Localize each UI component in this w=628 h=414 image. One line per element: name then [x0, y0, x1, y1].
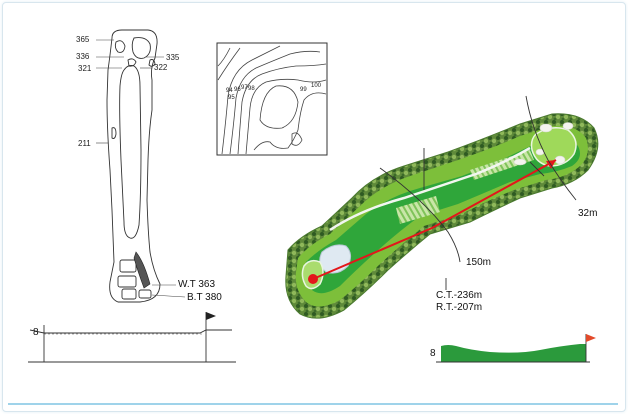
- outline-fairway: [119, 65, 142, 239]
- white-tee-label: W.T 363: [178, 279, 216, 290]
- profile-right-flag: [586, 334, 596, 342]
- outline-hazard-shaded: [133, 251, 151, 289]
- contour-label-98: 98: [248, 86, 255, 92]
- green-bunker-1: [539, 123, 553, 133]
- outline-tee-2: [117, 275, 137, 288]
- yardage-336: 336: [76, 52, 90, 61]
- outline-tee-1: [119, 259, 137, 273]
- outline-bunker-front: [127, 58, 137, 67]
- marker-150m: 150m: [466, 257, 492, 268]
- contour-green-peak: [259, 85, 299, 129]
- contour-label-97: 97: [241, 85, 248, 91]
- contour-label-95: 95: [228, 95, 235, 101]
- hole-fairway-stripes: [470, 150, 534, 180]
- arc-32m: [525, 95, 577, 201]
- tee-marker: [308, 274, 318, 284]
- regular-tee-distance: R.T.-207m: [436, 302, 483, 313]
- champion-tee-distance: C.T.-236m: [436, 290, 483, 301]
- profile-left-flag: [206, 312, 216, 320]
- shot-line: [312, 159, 557, 280]
- contour-label-100: 100: [311, 83, 322, 89]
- outline-bunker-right: [148, 59, 156, 67]
- hole-fairway-stripes-2: [396, 196, 440, 224]
- marker-32m: 32m: [578, 208, 598, 219]
- profile-right-elevation: 8: [430, 348, 436, 359]
- contour-label-96: 96: [234, 87, 241, 93]
- outline-bunker-left: [114, 40, 126, 53]
- arc-150m: [379, 167, 461, 263]
- contour-label-94: 94: [226, 88, 233, 94]
- outline-tee-3: [121, 288, 137, 300]
- yardage-211: 211: [78, 139, 91, 148]
- outline-fairway-bunker: [111, 127, 117, 139]
- contour-label-99: 99: [300, 87, 307, 93]
- yardage-365: 365: [76, 35, 90, 44]
- outline-rough-boundary: [106, 29, 161, 303]
- back-tee-label: B.T 380: [187, 292, 222, 303]
- yardage-322: 322: [154, 63, 168, 72]
- yardage-321: 321: [78, 64, 92, 73]
- profile-left-elevation: 8: [33, 327, 39, 338]
- profile-right-terrain: [441, 344, 586, 362]
- fairway-bunker-1: [513, 158, 527, 166]
- outline-green: [131, 37, 151, 59]
- bottom-rule: [8, 403, 618, 405]
- outline-tee-4: [138, 289, 152, 299]
- green-bunker-2: [562, 122, 574, 130]
- hole-cart-path: [329, 146, 531, 232]
- yardage-335: 335: [166, 53, 180, 62]
